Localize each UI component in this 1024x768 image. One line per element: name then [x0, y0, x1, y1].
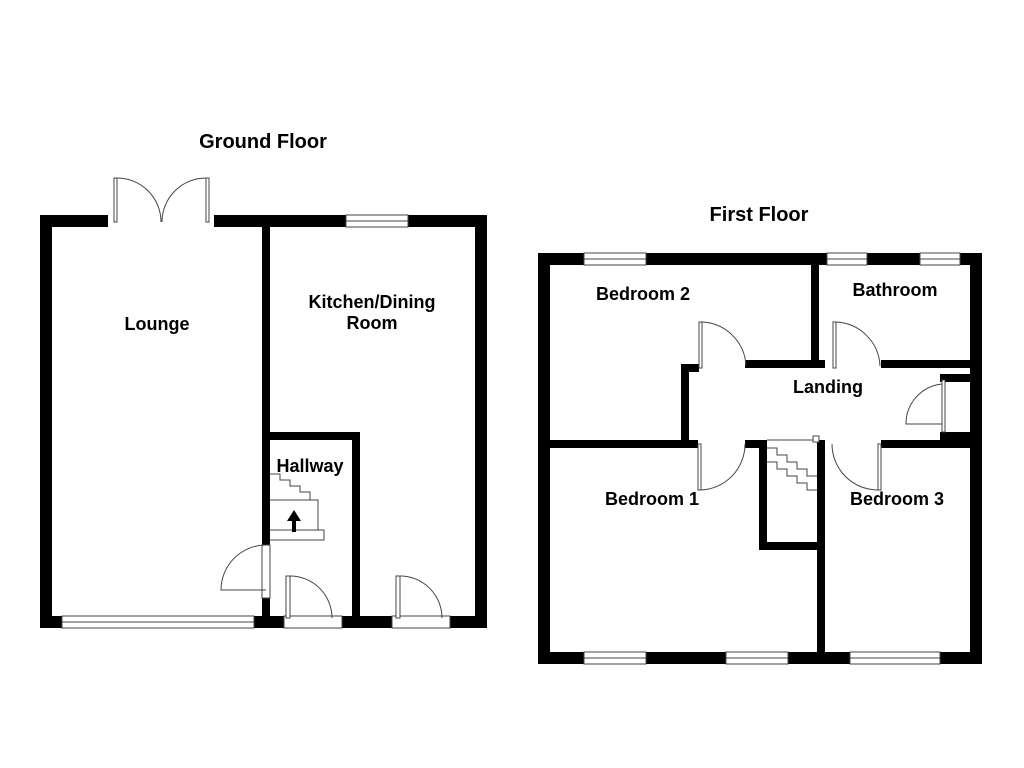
landing-bottom-stub-2: [745, 440, 765, 448]
ground-wall-bottom-1: [40, 616, 62, 628]
ground-floor-title: Ground Floor: [199, 131, 327, 153]
room-label-bedroom-3: Bedroom 3: [850, 489, 944, 509]
first-floor-stairs: [767, 435, 820, 491]
ground-wall-right: [475, 215, 487, 628]
ground-wall-bottom-3: [342, 616, 392, 628]
room-label-bedroom-1: Bedroom 1: [605, 489, 699, 509]
stair-newel-post: [812, 435, 820, 443]
bedroom3-door-leaf: [877, 443, 882, 491]
bedroom1-bedroom3-wall: [817, 440, 825, 652]
first-floor-title: First Floor: [710, 204, 809, 226]
lounge-hall-door-swing: [220, 544, 267, 591]
hallway-right-wall: [352, 432, 360, 616]
room-label-lounge: Lounge: [125, 314, 190, 334]
front-door-swing: [289, 575, 333, 619]
first-wall-top: [538, 253, 982, 265]
bedroom2-bottom-right-wall: [745, 360, 825, 368]
kitchen-door-threshold: [391, 615, 451, 629]
cupboard-top-wall: [940, 374, 970, 382]
bedroom2-door-swing: [701, 321, 747, 367]
bedroom1-door-leaf: [697, 443, 702, 491]
bedroom2-landing-wall: [681, 364, 689, 448]
room-label-hallway: Hallway: [276, 456, 343, 476]
ground-wall-left: [40, 215, 52, 628]
ground-wall-top-left: [40, 215, 108, 227]
ground-floor: Ground Floor: [40, 131, 487, 629]
bathroom-door-leaf: [832, 321, 837, 369]
cupboard-door-leaf: [941, 379, 946, 433]
first-wall-left: [538, 253, 550, 664]
bedroom2-bedroom1-wall: [550, 440, 687, 448]
bedroom1-door-swing: [700, 443, 746, 491]
cupboard-door-swing: [905, 383, 943, 425]
lounge-french-door-left: [113, 177, 118, 223]
ground-stairs: [270, 473, 325, 541]
lounge-french-door-left-swing: [116, 177, 162, 223]
room-label-bathroom: Bathroom: [853, 280, 938, 300]
first-floor: First Floor: [538, 204, 982, 665]
ground-wall-bottom-4: [450, 616, 487, 628]
bedroom2-door-leaf: [698, 321, 703, 369]
ground-wall-bottom-2: [254, 616, 284, 628]
room-label-kitchen-line2: Room: [347, 313, 398, 333]
stairwell-bottom-wall: [759, 542, 825, 550]
lounge-french-door-right: [205, 177, 210, 223]
bedroom3-top-wall: [881, 440, 970, 448]
front-door-leaf: [285, 575, 291, 619]
up-arrow-icon: [287, 510, 301, 532]
stairwell-left-wall: [759, 440, 767, 550]
first-wall-right: [970, 253, 982, 664]
lounge-kitchen-wall: [262, 227, 270, 545]
front-door-threshold: [283, 615, 343, 629]
room-label-landing: Landing: [793, 377, 863, 397]
room-label-bedroom-2: Bedroom 2: [596, 284, 690, 304]
bathroom-door-swing: [835, 321, 881, 367]
lounge-hall-wall-stub: [262, 598, 270, 616]
cupboard-bottom-wall: [940, 432, 970, 440]
kitchen-door-swing: [399, 575, 443, 619]
kitchen-door-leaf: [395, 575, 401, 619]
bedroom2-bathroom-wall: [811, 265, 819, 368]
bathroom-bottom-wall: [881, 360, 970, 368]
bedroom2-landing-top-stub: [681, 364, 699, 372]
lounge-french-door-right-swing: [161, 177, 207, 223]
bedroom3-door-swing: [831, 443, 879, 491]
room-label-kitchen-line1: Kitchen/Dining: [309, 292, 436, 312]
landing-bottom-stub-1: [688, 440, 698, 448]
hallway-top-wall: [262, 432, 360, 440]
